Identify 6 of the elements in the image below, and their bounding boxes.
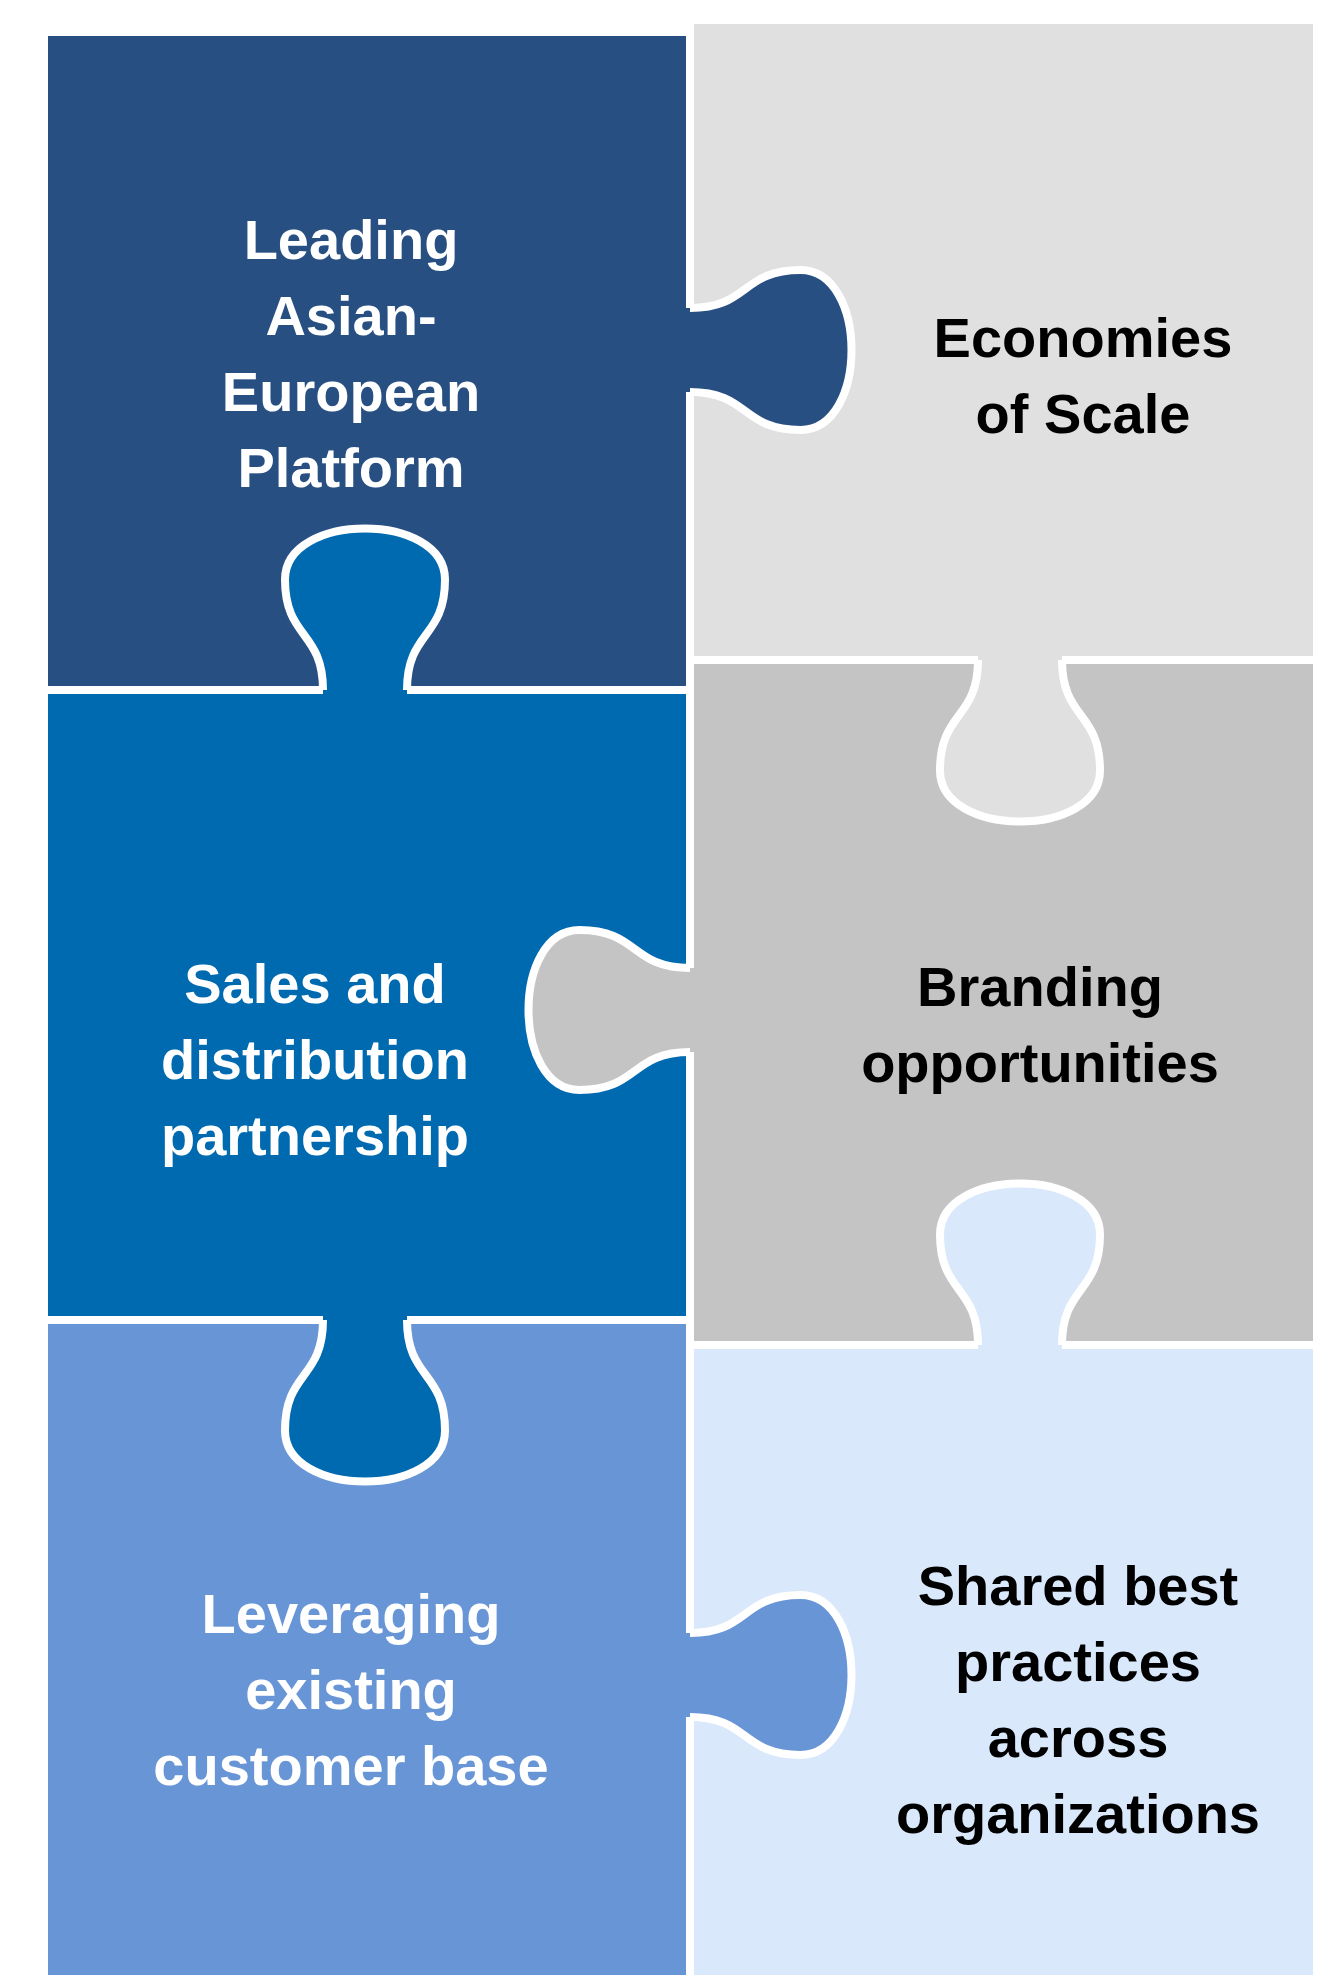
piece-label: Leveraging existing customer base	[152, 1581, 550, 1799]
piece-label: Economies of Scale	[932, 305, 1234, 447]
piece-label: Shared best practices across organizations	[895, 1553, 1261, 1847]
piece-label: Branding opportunities	[860, 954, 1220, 1096]
piece-label: Leading Asian-European Platform	[220, 207, 482, 501]
piece-label: Sales and distribution partnership	[159, 951, 471, 1169]
